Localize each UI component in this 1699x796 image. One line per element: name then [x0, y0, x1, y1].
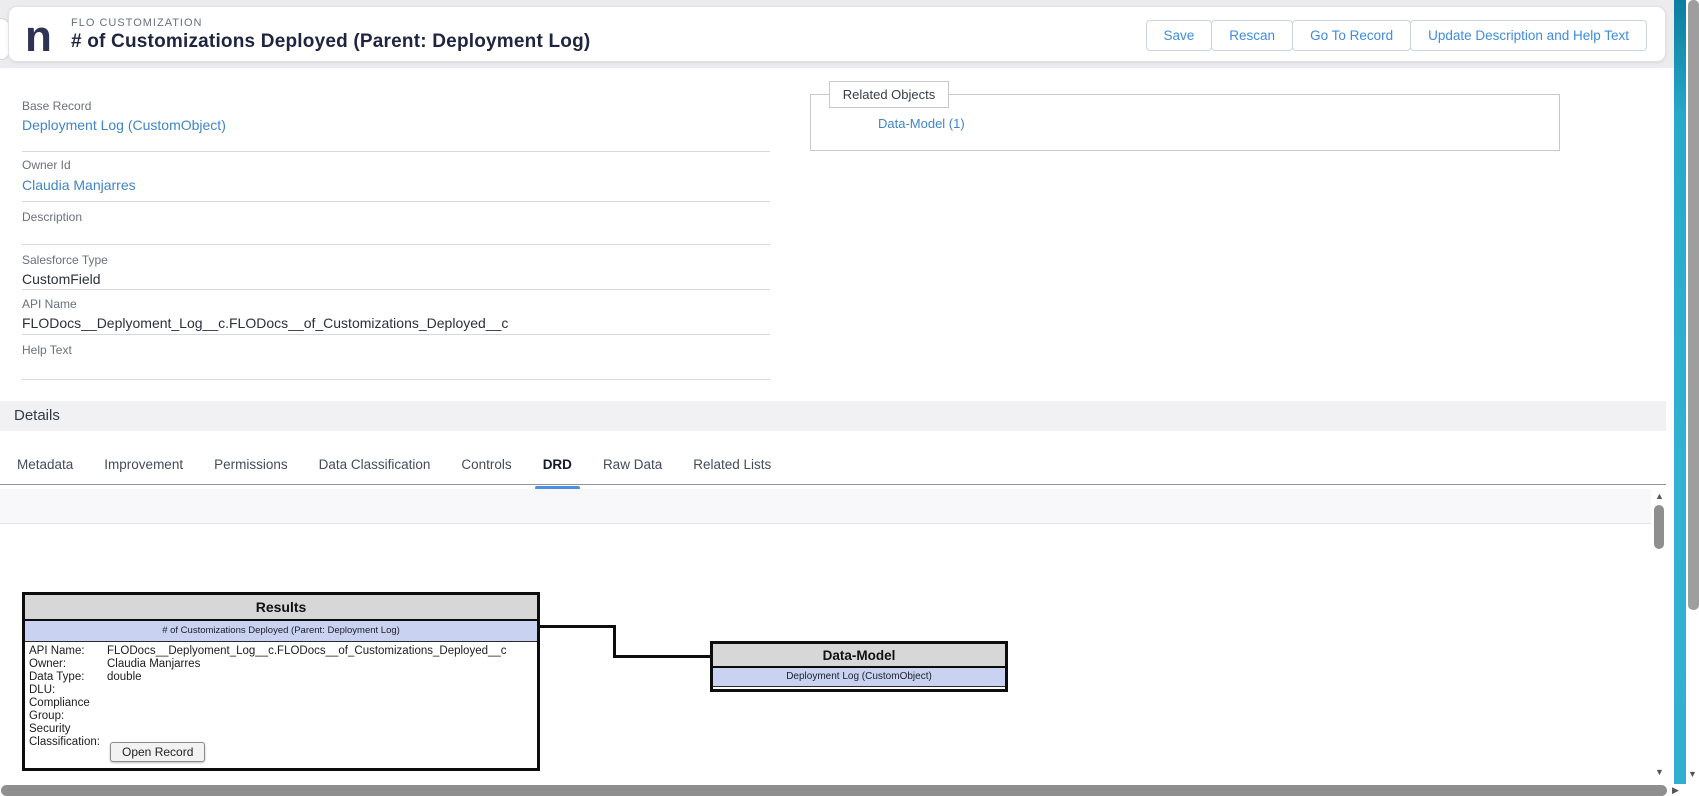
- node-row: Data Type: double: [29, 671, 537, 684]
- node-row: API Name: FLODocs__Deplyoment_Log__c.FLOD…: [29, 645, 537, 658]
- save-button[interactable]: Save: [1145, 20, 1213, 51]
- brand-logo-icon: n: [25, 12, 52, 61]
- inner-scroll-down-icon[interactable]: ▼: [1655, 767, 1664, 777]
- node-row-label: Security Classification:: [29, 723, 100, 748]
- outer-vertical-scrollbar-thumb[interactable]: [1688, 0, 1699, 610]
- related-objects-legend: Related Objects: [829, 81, 949, 108]
- datamodel-node-header: Data-Model: [713, 644, 1005, 668]
- tab-controls[interactable]: Controls: [461, 457, 512, 472]
- horizontal-scrollbar-thumb[interactable]: [1, 785, 1667, 796]
- base-record-label: Base Record: [22, 99, 92, 113]
- update-description-button[interactable]: Update Description and Help Text: [1410, 20, 1647, 51]
- related-objects-fieldset: [810, 94, 1560, 151]
- details-section-bar: Details: [0, 401, 1666, 431]
- base-record-link[interactable]: Deployment Log (CustomObject): [22, 117, 226, 133]
- outer-scroll-down-icon[interactable]: ▼: [1688, 769, 1697, 779]
- page-title: # of Customizations Deployed (Parent: De…: [71, 31, 591, 52]
- tab-raw-data[interactable]: Raw Data: [602, 457, 663, 472]
- header-actions: Save Rescan Go To Record Update Descript…: [1145, 20, 1647, 51]
- node-row: Security Classification:: [29, 723, 537, 749]
- node-row-label: Owner:: [29, 658, 67, 670]
- api-name-label: API Name: [22, 297, 77, 311]
- horizontal-scroll-right-icon[interactable]: ▶: [1672, 785, 1679, 795]
- datamodel-node-record-link[interactable]: Deployment Log (CustomObject): [713, 668, 1005, 687]
- go-to-record-button[interactable]: Go To Record: [1292, 20, 1412, 51]
- node-row-label: Data Type:: [29, 671, 85, 683]
- node-row: DLU:: [29, 684, 537, 697]
- drd-results-node: Results # of Customizations Deployed (Pa…: [22, 592, 540, 771]
- connector-line: [538, 625, 616, 628]
- field-divider: [22, 151, 770, 152]
- tab-drd[interactable]: DRD: [534, 452, 581, 490]
- record-type-eyebrow: FLO CUSTOMIZATION: [71, 17, 203, 29]
- tab-permissions[interactable]: Permissions: [214, 457, 288, 472]
- open-record-button[interactable]: Open Record: [110, 742, 206, 762]
- field-divider: [22, 201, 770, 202]
- details-title: Details: [14, 407, 60, 424]
- data-model-count-link[interactable]: Data-Model (1): [878, 116, 965, 131]
- results-node-body: API Name: FLODocs__Deplyoment_Log__c.FLOD…: [25, 642, 537, 749]
- owner-id-link[interactable]: Claudia Manjarres: [22, 177, 136, 193]
- results-node-record-link[interactable]: # of Customizations Deployed (Parent: De…: [25, 621, 537, 642]
- node-row-label: DLU:: [29, 684, 56, 696]
- field-divider: [22, 244, 770, 245]
- drd-toolbar-band: [0, 489, 1651, 524]
- tab-improvement[interactable]: Improvement: [104, 457, 184, 472]
- field-divider: [22, 334, 770, 335]
- api-name-value: FLODocs__Deplyoment_Log__c.FLODocs__of_C…: [22, 315, 509, 331]
- node-row: Compliance Group:: [29, 697, 537, 723]
- node-row-value: double: [107, 671, 142, 683]
- description-label: Description: [22, 210, 83, 224]
- tab-data-classification[interactable]: Data Classification: [318, 457, 431, 472]
- inner-scroll-up-icon[interactable]: ▲: [1655, 491, 1664, 501]
- salesforce-type-label: Salesforce Type: [22, 253, 108, 267]
- tabs-divider: [0, 484, 1666, 485]
- tab-metadata[interactable]: Metadata: [17, 457, 74, 472]
- owner-id-label: Owner Id: [22, 158, 71, 172]
- node-row-value: FLODocs__Deplyoment_Log__c.FLODocs__of_C…: [107, 645, 507, 657]
- node-row: Owner: Claudia Manjarres: [29, 658, 537, 671]
- record-header-card: n FLO CUSTOMIZATION # of Customizations …: [8, 6, 1666, 62]
- rescan-button[interactable]: Rescan: [1211, 20, 1294, 51]
- field-divider: [22, 379, 770, 380]
- inner-vertical-scrollbar-thumb[interactable]: [1654, 505, 1664, 549]
- drd-datamodel-node: Data-Model Deployment Log (CustomObject): [710, 641, 1008, 692]
- connector-line: [613, 625, 616, 658]
- results-node-header: Results: [25, 595, 537, 621]
- field-divider: [22, 289, 770, 290]
- detail-tabs: Metadata Improvement Permissions Data Cl…: [15, 452, 773, 490]
- teal-window-scrollbar[interactable]: [1674, 0, 1686, 784]
- salesforce-type-value: CustomField: [22, 271, 101, 287]
- tab-related-lists[interactable]: Related Lists: [693, 457, 772, 472]
- help-text-label: Help Text: [22, 343, 72, 357]
- node-row-label: Compliance Group:: [29, 697, 90, 722]
- node-row-label: API Name:: [29, 645, 85, 657]
- node-row-value: Claudia Manjarres: [107, 658, 201, 670]
- connector-line: [613, 655, 710, 658]
